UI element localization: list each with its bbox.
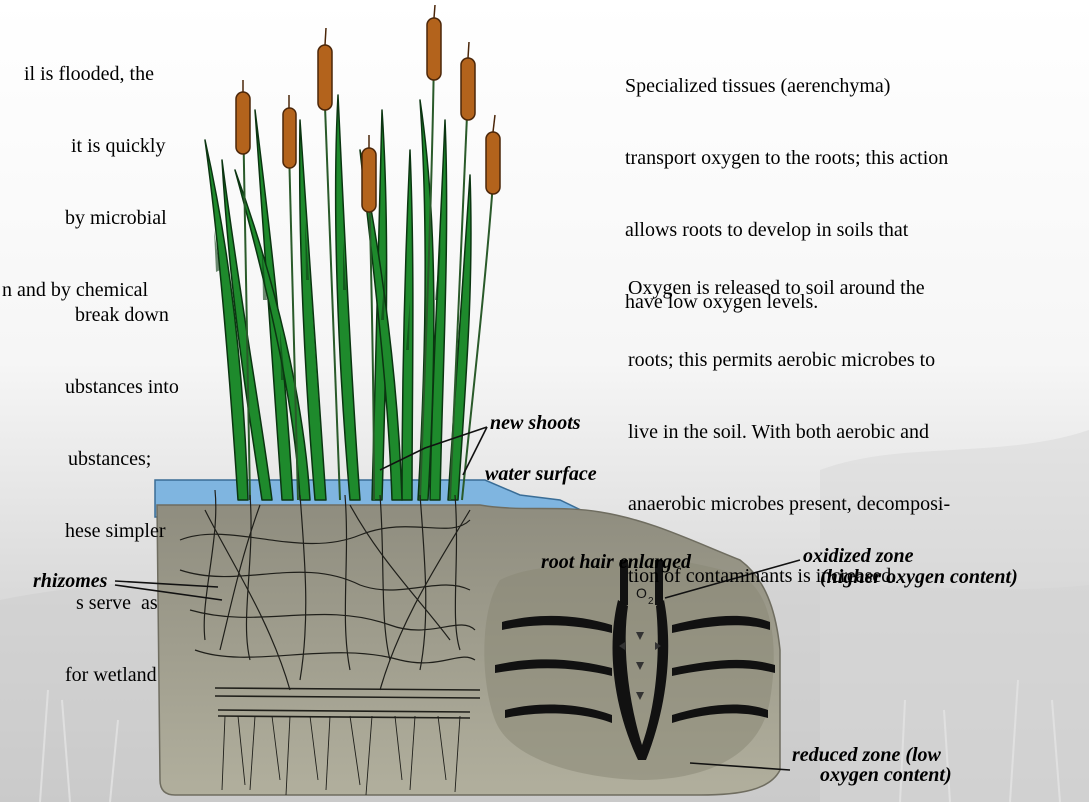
left-top-line: it is quickly (71, 134, 217, 158)
label-rhizomes: rhizomes (33, 570, 107, 592)
left-bottom-line: hese simpler (65, 519, 179, 543)
left-top-line: il is flooded, the (24, 62, 170, 86)
label-water-surface: water surface (485, 463, 597, 485)
right-bottom-line: anaerobic microbes present, decomposi- (628, 492, 1089, 516)
left-top-line: by microbial (65, 206, 211, 230)
label-oxidized-zone: oxidized zone (803, 545, 914, 567)
right-bottom-line: roots; this permits aerobic microbes to (628, 348, 1089, 372)
right-top-line: Specialized tissues (aerenchyma) (625, 74, 1089, 98)
left-bottom-line: ubstances; (68, 447, 182, 471)
label-oxidized-zone-detail: (higher oxygen content) (820, 566, 1018, 588)
label-new-shoots: new shoots (490, 412, 581, 434)
left-bottom-line: for wetland (65, 663, 179, 687)
left-bottom-line: break down (75, 303, 189, 327)
left-text-bottom: break down ubstances into ubstances; hes… (0, 255, 114, 711)
label-root-hair-enlarged: root hair enlarged (541, 551, 691, 573)
right-top-line: transport oxygen to the roots; this acti… (625, 146, 1089, 170)
label-reduced-zone: reduced zone (low (792, 744, 941, 766)
right-bottom-line: live in the soil. With both aerobic and (628, 420, 1089, 444)
left-bottom-line: ubstances into (65, 375, 179, 399)
label-reduced-zone-detail: oxygen content) (820, 764, 952, 786)
left-bottom-line: s serve as (76, 591, 190, 615)
right-bottom-line: Oxygen is released to soil around the (628, 276, 1089, 300)
